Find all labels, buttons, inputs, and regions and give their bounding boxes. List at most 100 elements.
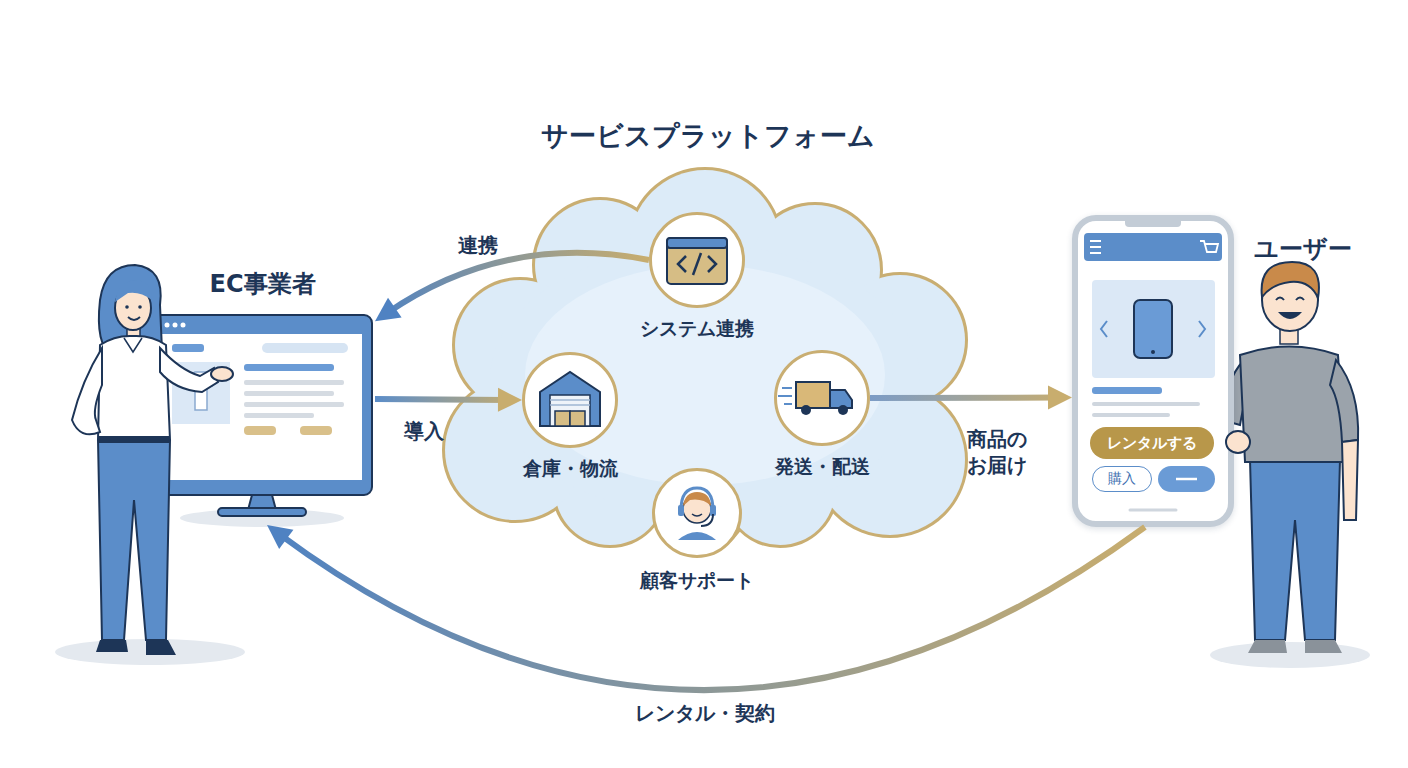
- warehouse-icon: [540, 372, 600, 426]
- man-eye: [1296, 298, 1304, 301]
- arrow-line: [278, 527, 1145, 690]
- box-icon: [570, 411, 585, 426]
- agent-shoulders: [678, 532, 716, 540]
- man-shoe: [1305, 640, 1342, 653]
- woman-pants: [98, 440, 170, 640]
- arrow-head: [1048, 386, 1072, 410]
- monitor-base: [218, 508, 306, 516]
- arrow-head: [498, 388, 522, 412]
- node-label: ユーザー: [1254, 234, 1352, 264]
- arrow-line: [870, 395, 1058, 401]
- screen-line: [244, 380, 344, 385]
- actor-group: EC事業者: [150, 315, 375, 525]
- man-sleeve: [1330, 360, 1358, 442]
- product-phone: [1134, 300, 1172, 358]
- rent-button: レンタルする: [1090, 427, 1214, 459]
- button-label: 購入: [1108, 470, 1136, 488]
- dash-mark: [1176, 478, 1197, 481]
- service-circle: 発送・配送: [774, 350, 870, 446]
- woman-belt: [98, 436, 170, 443]
- chevron: [1199, 321, 1205, 337]
- agent-hair: [683, 492, 711, 506]
- woman-hand: [211, 367, 233, 381]
- box-icon: [555, 411, 570, 426]
- arrow-line: [387, 253, 649, 314]
- dash-button: [1158, 466, 1215, 492]
- man-forearm: [1342, 440, 1358, 520]
- app-bar: [1084, 233, 1222, 261]
- product-title-line: [1092, 387, 1162, 394]
- truck-cargo: [796, 382, 830, 408]
- code-symbol: [693, 253, 701, 275]
- screen-logo: [172, 344, 204, 352]
- screen-button: [244, 426, 276, 435]
- headset-mic: [701, 514, 713, 526]
- truck-wheel: [838, 405, 848, 415]
- node-label: システム連携: [640, 317, 754, 341]
- smartphone-frame: ユーザーレンタルする購入: [1072, 215, 1234, 527]
- home-indicator: [1130, 509, 1176, 512]
- screen-button: [300, 426, 332, 435]
- man-hair: [1262, 262, 1319, 298]
- arrow-line: [375, 396, 508, 403]
- headset: [681, 488, 713, 510]
- product-text-line: [1092, 402, 1200, 406]
- screen-line: [244, 364, 334, 371]
- shirt-collar: [124, 338, 142, 352]
- warehouse-door: [550, 395, 590, 426]
- floor-shadow: [1210, 642, 1370, 668]
- man-hand: [1226, 431, 1250, 453]
- window-dot: [181, 323, 186, 328]
- flow-arrow: [375, 253, 649, 321]
- service-circle: 倉庫・物流: [522, 352, 618, 448]
- agent-smile: [692, 514, 702, 516]
- node-label: 顧客サポート: [640, 569, 754, 593]
- woman-smile: [128, 317, 140, 320]
- woman-arm: [72, 348, 102, 434]
- truck-cab: [830, 390, 852, 408]
- woman-arm: [160, 348, 218, 392]
- monitor-screen: [160, 334, 362, 480]
- service-circle: 顧客サポート: [652, 468, 742, 558]
- screen-line: [244, 402, 344, 407]
- edge-label: 導入: [404, 418, 444, 444]
- node-label: サービスプラットフォーム: [541, 119, 875, 153]
- man-pants: [1250, 460, 1340, 640]
- woman-fringe: [115, 280, 152, 302]
- floor-shadow: [180, 509, 344, 527]
- flow-arrow: [267, 525, 1145, 690]
- code-window: [667, 238, 727, 284]
- product-button: [1151, 350, 1155, 354]
- service-circle: システム連携: [649, 212, 745, 308]
- screen-line: [244, 391, 334, 396]
- woman-shoe: [96, 640, 128, 652]
- window-dot: [165, 323, 170, 328]
- node-label: 倉庫・物流: [523, 457, 618, 481]
- screen-search: [262, 343, 348, 353]
- arrow-head: [267, 525, 293, 549]
- product-text-line: [1092, 413, 1170, 417]
- buy-button: 購入: [1092, 466, 1152, 492]
- woman-eye: [125, 305, 129, 309]
- screen-line: [244, 413, 314, 418]
- cart-icon: [1200, 241, 1218, 252]
- agent-face: [683, 495, 711, 523]
- headset-pad: [678, 505, 684, 516]
- man-shoe: [1248, 640, 1287, 653]
- node-label: 発送・配送: [775, 455, 870, 479]
- edge-label: レンタル・契約: [635, 700, 775, 726]
- shutter-line: [550, 400, 590, 405]
- man-eye: [1276, 298, 1284, 301]
- woman-shoe: [146, 640, 176, 655]
- menu-icon: [1090, 241, 1101, 253]
- floor-shadow: [55, 639, 245, 665]
- man-shirt: [1240, 347, 1345, 463]
- speed-line: [778, 388, 792, 404]
- flow-arrow: [870, 386, 1072, 410]
- woman-eye: [138, 305, 142, 309]
- flow-arrow: [375, 388, 522, 412]
- code-symbol: [708, 256, 716, 272]
- code-symbol: [678, 256, 686, 272]
